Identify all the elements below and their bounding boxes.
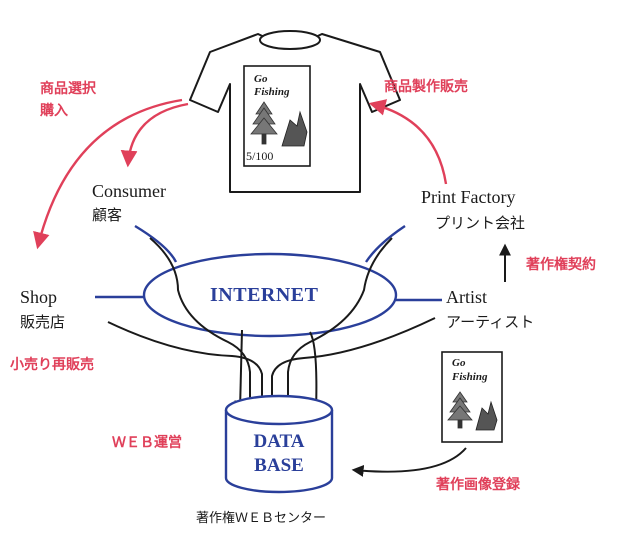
artwork-subtitle: Fishing <box>452 371 488 383</box>
shop-jp-label: 販売店 <box>20 313 66 331</box>
image-registration-label: 著作画像登録 <box>436 477 520 493</box>
arrow-image-registration <box>351 447 467 477</box>
internet-ellipse <box>142 252 398 338</box>
database-caption: 著作権ＷＥＢセンター <box>196 511 327 526</box>
database-label-line2: BASE <box>254 455 304 476</box>
arrow-manufacture-sell <box>368 99 448 185</box>
manufacture-sell-label: 商品製作販売 <box>384 79 468 95</box>
shop-label: Shop <box>20 287 58 307</box>
tree-icon <box>250 101 278 145</box>
flow-consumer <box>149 237 256 413</box>
artwork-tree-icon <box>447 391 473 429</box>
link-consumer <box>134 224 178 263</box>
consumer-jp-label: 顧客 <box>92 206 123 224</box>
select-purchase-label-2: 購入 <box>40 103 68 119</box>
rock-icon <box>281 110 308 147</box>
artist-label: Artist <box>446 287 488 307</box>
resale-label: 小売り再販売 <box>10 357 94 373</box>
tshirt-edition: 5/100 <box>246 149 274 163</box>
web-operation-label: ＷＥＢ運営 <box>112 435 182 451</box>
tshirt-art-subtitle: Fishing <box>254 86 290 98</box>
link-print-factory <box>365 225 406 263</box>
database-cylinder <box>224 394 334 494</box>
tshirt-art-title: Go <box>254 73 268 85</box>
copyright-contract-label: 著作権契約 <box>526 257 596 273</box>
consumer-label: Consumer <box>92 181 166 201</box>
artist-jp-label: アーティスト <box>446 313 535 331</box>
arrow-select-purchase-outer <box>33 98 183 250</box>
flow-inner-left <box>234 329 247 413</box>
database-label-line1: DATA <box>253 431 305 452</box>
flow-print-factory <box>282 237 393 413</box>
print-factory-label: Print Factory <box>421 187 516 207</box>
tshirt-collar <box>259 30 321 50</box>
flow-inner-right <box>309 331 323 413</box>
print-factory-jp-label: プリント会社 <box>435 214 526 232</box>
select-purchase-label-1: 商品選択 <box>40 81 96 97</box>
artwork-title: Go <box>452 357 466 369</box>
flow-artist <box>266 317 436 413</box>
internet-label: INTERNET <box>210 284 319 306</box>
artwork-rock-icon <box>475 400 498 431</box>
arrow-select-purchase-inner <box>120 102 189 168</box>
flow-shop <box>107 321 268 413</box>
